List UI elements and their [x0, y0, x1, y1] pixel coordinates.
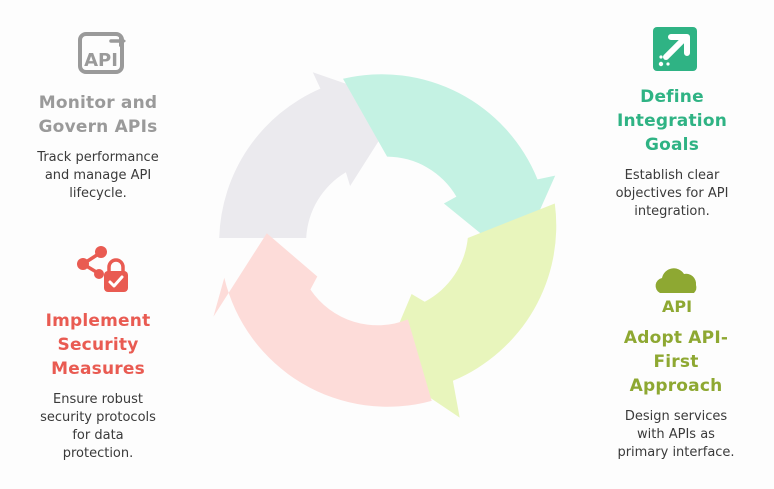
arrow-define-segment — [343, 74, 556, 263]
step-monitor-title: Monitor and Govern APIs — [38, 93, 158, 137]
svg-text:API: API — [84, 50, 118, 71]
api-export-icon: API — [78, 32, 126, 74]
arrow-adopt-segment — [381, 203, 557, 418]
step-adopt-title: Adopt API- First Approach — [623, 328, 729, 396]
step-security-description: Ensure robust security protocols for dat… — [40, 392, 156, 461]
step-adopt: Adopt API- First Approach Design service… — [596, 326, 756, 462]
diagonal-arrow-icon — [653, 27, 697, 71]
step-define: Define Integration Goals Establish clear… — [592, 85, 752, 221]
step-define-description: Establish clear objectives for API integ… — [615, 168, 729, 219]
step-define-title: Define Integration Goals — [616, 87, 728, 155]
arrow-monitor-segment — [219, 72, 403, 238]
step-security: Implement Security Measures Ensure robus… — [18, 309, 178, 463]
step-security-title: Implement Security Measures — [45, 311, 151, 379]
cloud-api-icon: API — [655, 268, 697, 315]
step-adopt-description: Design services with APIs as primary int… — [617, 409, 735, 460]
step-monitor-description: Track performance and manage API lifecyc… — [37, 150, 159, 201]
step-monitor: Monitor and Govern APIs Track performanc… — [18, 91, 178, 203]
share-lock-icon — [77, 246, 128, 292]
arrow-security-segment — [213, 233, 432, 407]
svg-text:API: API — [662, 297, 692, 315]
